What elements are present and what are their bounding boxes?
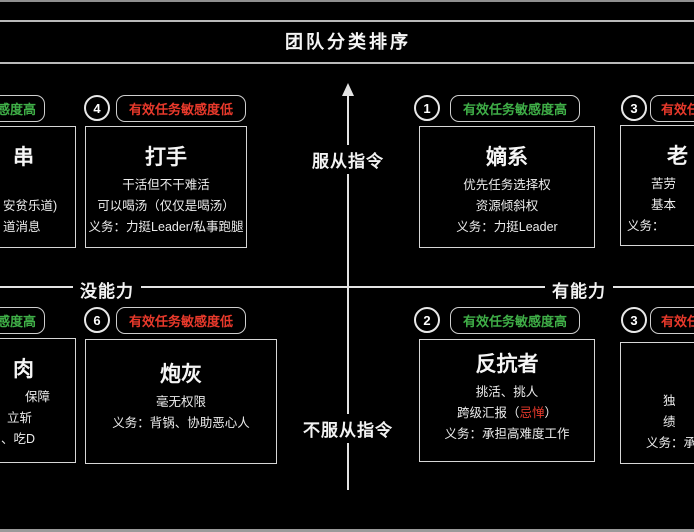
box-top-left-cut: 串 安贫乐道) 道消息 [0,126,76,248]
box-enforcer: 打手 干活但不干难活 可以喝汤（仅仅是喝汤） 义务：力挺Leader/私事跑腿 [85,126,247,248]
box-line: 资源倾斜权 [475,199,539,213]
box-line: 道消息 [3,220,41,234]
box-line [0,175,75,196]
box-line: 干活但不干难活 [122,178,210,192]
box-title [621,361,694,387]
box-title: 嫡系 [486,146,528,169]
box-line: 跨级汇报（忌惮） [456,406,558,420]
sensitivity-badge-fodder: 有效任务敏感度低 [116,307,246,334]
box-line: 安贫乐道) [3,199,58,213]
box-line: 义务：力挺Leader/私事跑腿 [88,220,244,234]
box-title: 反抗者 [475,353,539,376]
box-line: 义务：承担高难度工作 [444,427,570,441]
box-line: 挑活、挑人 [475,385,539,399]
sensitivity-badge-label: 感度高 [0,314,36,329]
box-fodder: 炮灰 毫无权限 义务：背锅、协助恶心人 [85,339,277,464]
rank-circle-fodder: 6 [84,307,110,333]
box-title: 打手 [145,146,187,169]
sensitivity-badge-top-right: 有效任 [650,95,694,122]
vertical-axis-line [347,94,349,490]
sensitivity-badge-label: 有效任务敏感度低 [128,102,233,117]
bottom-border-line [0,529,694,532]
sensitivity-badge-label: 有效任 [661,314,694,329]
rank-circle-bottom-right: 3 [621,307,647,333]
box-title: 串 [13,146,34,169]
rank-circle-enforcer: 4 [84,95,110,121]
rank-circle-top-right: 3 [621,95,647,121]
rank-circle-rebel: 2 [414,307,440,333]
axis-label-disobey: 不服从指令 [296,414,400,443]
sensitivity-badge-label: 有效任 [661,102,694,117]
box-title: 炮灰 [160,363,202,386]
page-title: 团队分类排序 [285,32,411,52]
sensitivity-badge-label: 有效任务敏感度高 [462,102,567,117]
box-line: 立斩 [7,411,33,425]
box-line: 绩 [663,415,676,429]
box-title: 老 [667,145,688,168]
sensitivity-badge-bottom-right: 有效任 [650,307,694,334]
box-line: 苦劳 [651,177,677,191]
box-top-right-cut: 老 苦劳 基本 义务： [620,125,694,246]
rank-circle-core: 1 [414,95,440,121]
sensitivity-badge-bottom-left: 感度高 [0,307,45,334]
sensitivity-badge-label: 有效任务敏感度低 [128,314,233,329]
axis-label-no-ability: 没能力 [73,275,141,304]
title-band-bottom-line [0,62,694,64]
box-line: 基本 [651,198,677,212]
box-bottom-right-cut: 独 绩 义务：承 [620,342,694,464]
up-arrow-icon [342,83,354,96]
top-border-line [0,0,694,2]
box-line: 义务：力挺Leader [456,220,558,234]
sensitivity-badge-enforcer: 有效任务敏感度低 [116,95,246,122]
box-line: 毫无权限 [155,395,206,409]
box-line: 优先任务选择权 [463,178,551,192]
axis-label-has-ability: 有能力 [545,275,613,304]
sensitivity-badge-label: 有效任务敏感度高 [462,314,567,329]
box-bottom-left-cut: 肉 保障 立斩 、吃D [0,338,76,463]
sensitivity-badge-top-left: 感度高 [0,95,45,122]
sensitivity-badge-label: 感度高 [0,102,36,117]
sensitivity-badge-core: 有效任务敏感度高 [450,95,580,122]
box-line: 义务：背锅、协助恶心人 [112,416,250,430]
box-line: 可以喝汤（仅仅是喝汤） [97,199,235,213]
box-line: 独 [663,394,676,408]
title-band-top-line [0,20,694,22]
box-line: 义务： [627,219,665,233]
axis-label-obey: 服从指令 [305,145,391,174]
box-core: 嫡系 优先任务选择权 资源倾斜权 义务：力挺Leader [419,126,595,248]
box-rebel: 反抗者 挑活、挑人 跨级汇报（忌惮） 义务：承担高难度工作 [419,339,595,462]
box-line: 、吃D [1,432,36,446]
box-line: 义务：承 [646,436,694,450]
horizontal-axis-line [0,286,694,288]
box-line: 保障 [25,390,51,404]
box-title: 肉 [13,358,34,381]
sensitivity-badge-rebel: 有效任务敏感度高 [450,307,580,334]
